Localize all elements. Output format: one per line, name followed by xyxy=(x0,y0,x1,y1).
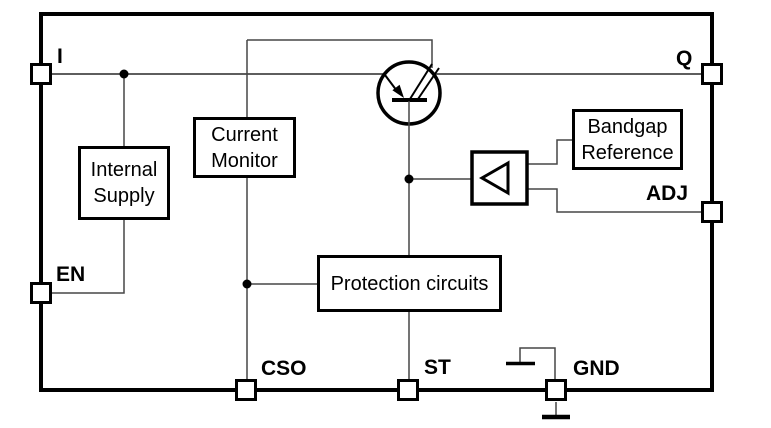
transistor-emitter-arrowhead xyxy=(392,84,404,98)
wire-amplifier-to-bandgap xyxy=(527,139,572,165)
pin-square-i xyxy=(30,63,52,85)
pin-label-i: I xyxy=(57,45,63,68)
junction-dot-protection xyxy=(242,279,252,289)
pin-square-st xyxy=(397,379,419,401)
block-internal-supply: Internal Supply xyxy=(78,146,170,220)
transistor-collector-line-2 xyxy=(417,67,440,100)
pin-label-adj: ADJ xyxy=(646,182,689,205)
wire-gnd-internal xyxy=(519,347,556,381)
wire-base-drive-rail xyxy=(247,39,433,68)
block-bandgap-reference: Bandgap Reference xyxy=(572,109,683,170)
pin-square-cso xyxy=(235,379,257,401)
block-current-monitor: Current Monitor xyxy=(193,117,296,178)
pin-square-adj xyxy=(701,201,723,223)
pin-label-gnd: GND xyxy=(573,357,620,380)
pnp-pass-transistor-symbol xyxy=(376,60,442,126)
pin-label-en: EN xyxy=(56,263,86,286)
junction-dot-input xyxy=(119,69,129,79)
block-protection-circuits: Protection circuits xyxy=(317,255,502,312)
pin-square-en xyxy=(30,282,52,304)
pin-square-gnd xyxy=(545,379,567,401)
pin-square-q xyxy=(701,63,723,85)
pin-label-cso: CSO xyxy=(261,357,307,380)
pin-label-q: Q xyxy=(676,47,693,70)
wire-amplifier-to-adj xyxy=(527,188,703,213)
error-amplifier-symbol xyxy=(470,150,529,206)
amplifier-triangle-icon xyxy=(478,160,510,196)
junction-dot-feedback xyxy=(404,174,414,184)
pin-label-st: ST xyxy=(424,356,451,379)
transistor-collector-line-1 xyxy=(409,63,433,100)
